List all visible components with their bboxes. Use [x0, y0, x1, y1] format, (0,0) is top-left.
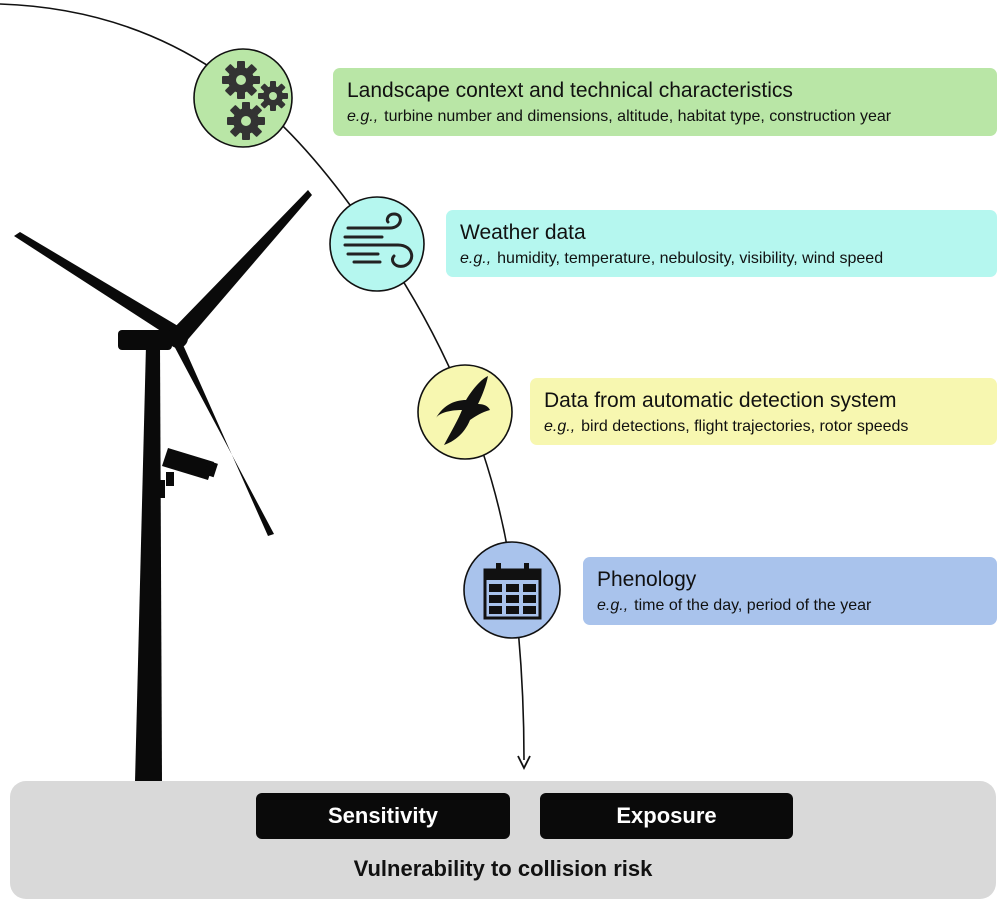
detection-examples: e.g., bird detections, flight trajectorie… [544, 416, 983, 438]
vulnerability-label: Vulnerability to collision risk [353, 856, 653, 881]
exposure-box: Exposure [540, 793, 793, 839]
eg-label: e.g., [597, 597, 629, 614]
camera-icon [156, 448, 218, 498]
turbine-tower [135, 345, 162, 782]
landscape-title: Landscape context and technical characte… [347, 79, 793, 102]
gears-icon [222, 61, 288, 140]
detection-box: Data from automatic detection system e.g… [530, 378, 997, 445]
wind-icon [343, 212, 414, 268]
weather-examples: e.g., humidity, temperature, nebulosity, … [460, 248, 983, 270]
landscape-examples: e.g., turbine number and dimensions, alti… [347, 106, 983, 128]
weather-box: Weather data e.g., humidity, temperature,… [446, 210, 997, 277]
eg-label: e.g., [460, 250, 492, 267]
turbine-blade-upper [170, 190, 312, 344]
eg-label: e.g., [544, 418, 576, 435]
bird-icon [436, 376, 490, 445]
phenology-title: Phenology [597, 568, 697, 591]
weather-title: Weather data [460, 221, 586, 244]
examples-text: humidity, temperature, nebulosity, visib… [497, 250, 884, 267]
landscape-box: Landscape context and technical characte… [333, 68, 997, 136]
turbine-blade-lower [172, 338, 274, 536]
phenology-box: Phenology e.g., time of the day, period o… [583, 557, 997, 625]
examples-text: turbine number and dimensions, altitude,… [384, 108, 892, 125]
phenology-examples: e.g., time of the day, period of the year [597, 595, 983, 617]
turbine-nacelle [118, 330, 172, 350]
sensitivity-box: Sensitivity [256, 793, 510, 839]
turbine-hub [168, 328, 188, 348]
detection-title: Data from automatic detection system [544, 389, 897, 412]
examples-text: time of the day, period of the year [634, 597, 872, 614]
eg-label: e.g., [347, 108, 379, 125]
flow-arc [0, 3, 525, 761]
turbine-blade-left [14, 232, 178, 337]
flow-arrowhead [517, 755, 531, 771]
wind-turbine-icon [14, 190, 312, 782]
examples-text: bird detections, flight trajectories, ro… [581, 418, 909, 435]
calendar-icon [483, 563, 542, 620]
